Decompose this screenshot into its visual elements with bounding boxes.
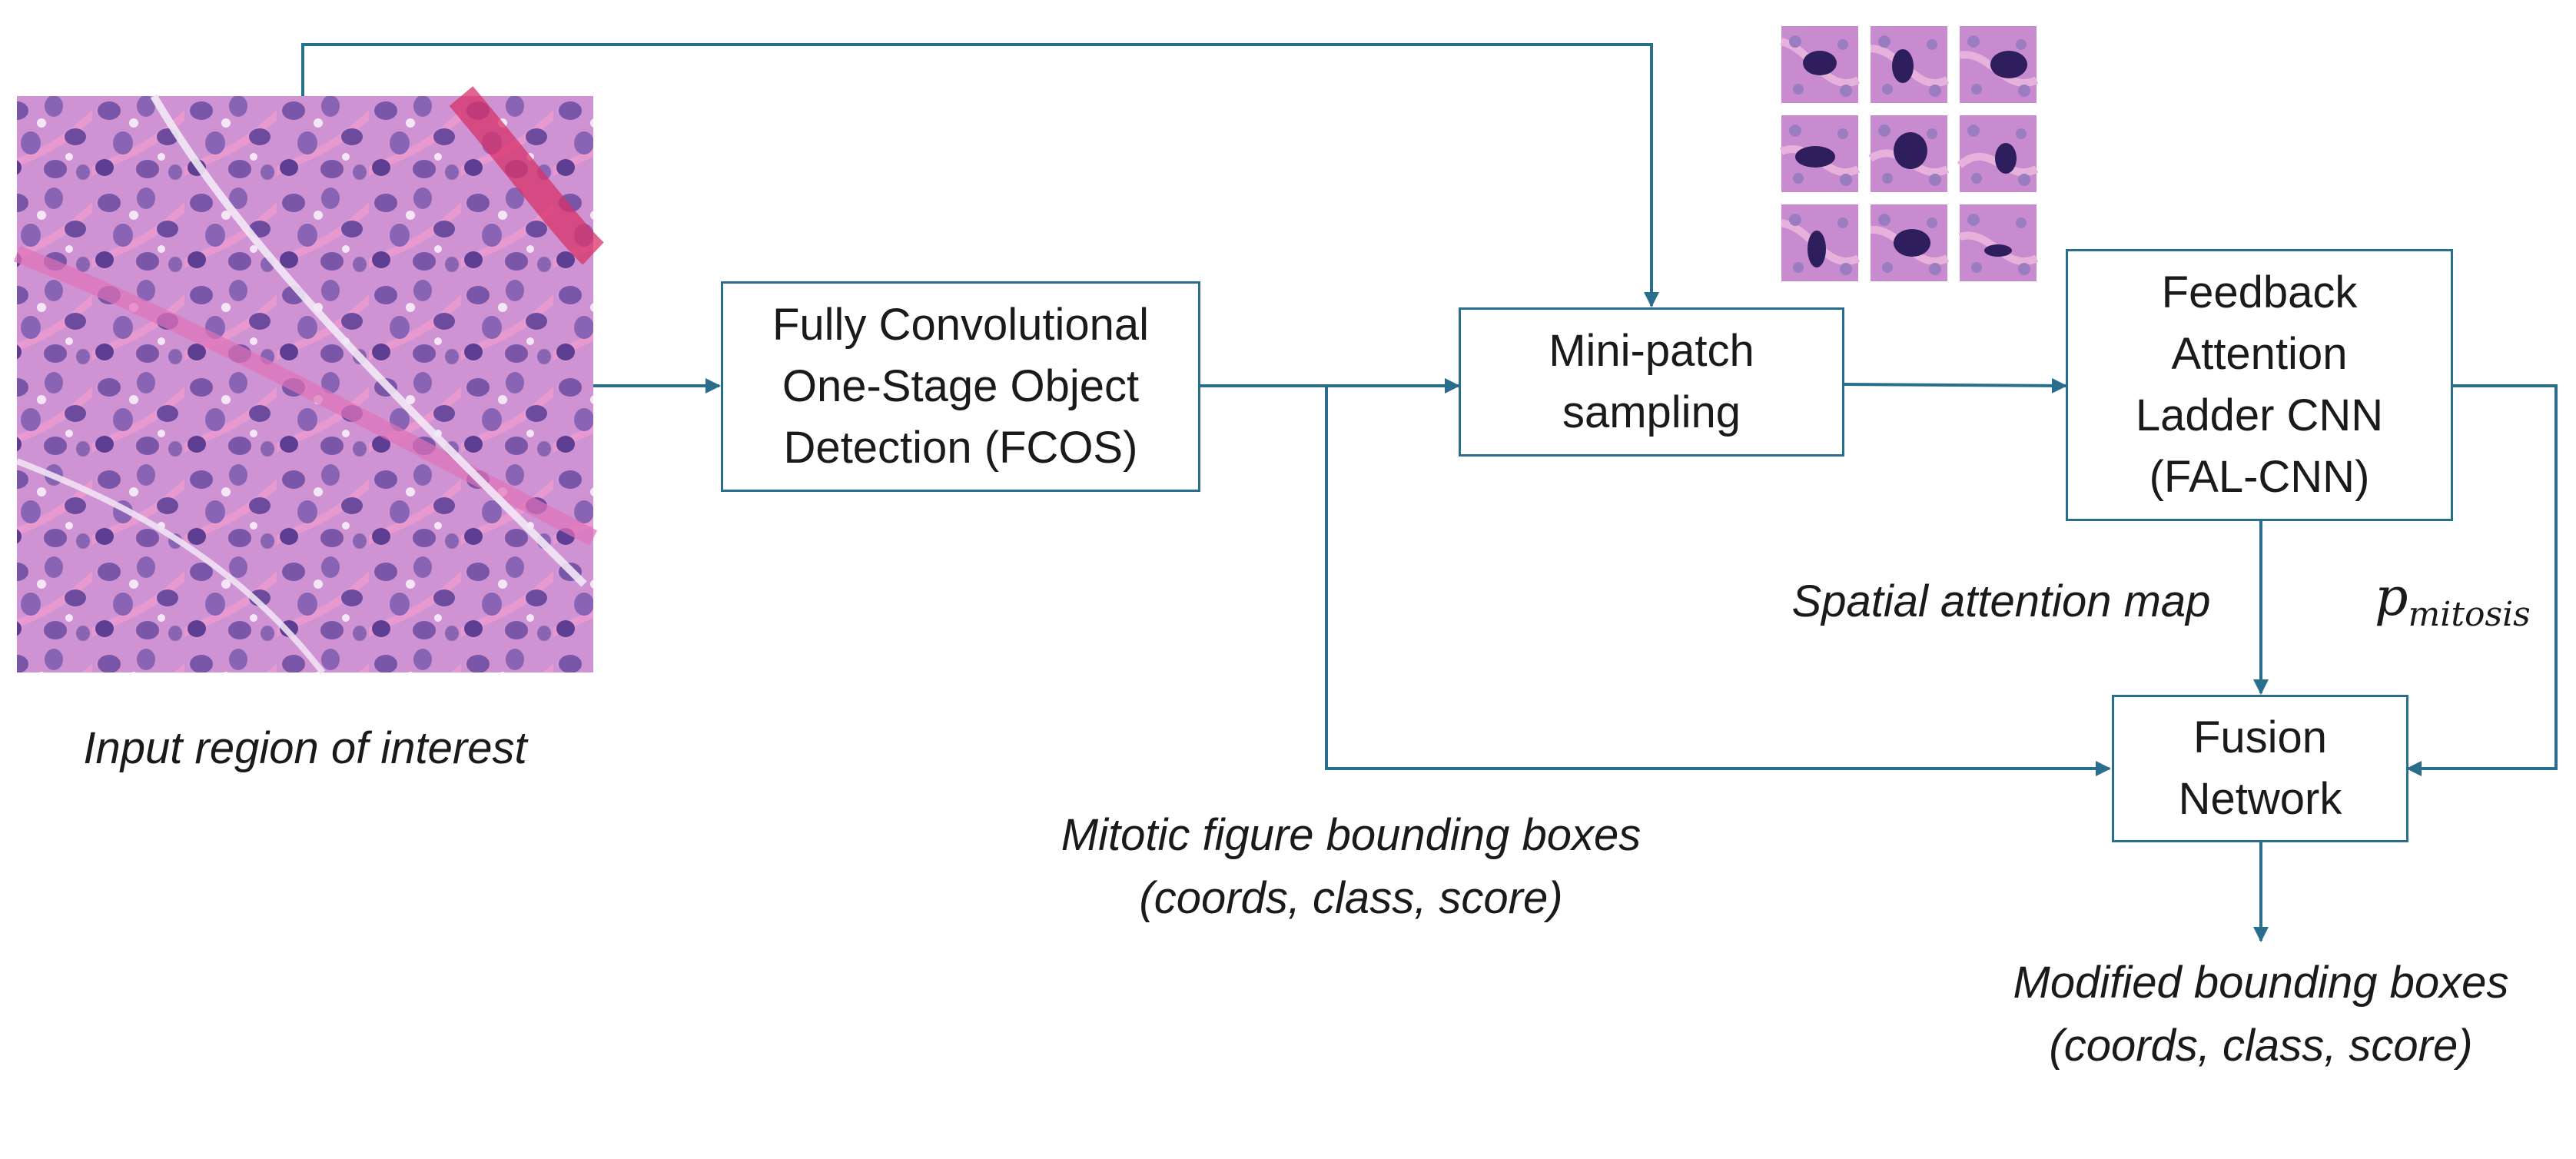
minipatch-label-line-1: Mini-patch: [1549, 326, 1754, 376]
mini-patch-grid: [1780, 26, 2039, 281]
detections-label-line-2: (coords, class, score): [1139, 873, 1563, 923]
mini-patch-thumbnail: [1959, 26, 2039, 103]
detections-label: Mitotic figure bounding boxes (coords, c…: [922, 804, 1780, 930]
histology-region-image: [13, 86, 604, 675]
falcnn-label-line-3: Ladder CNN: [2135, 390, 2384, 440]
fusion-network-node: Fusion Network: [2112, 695, 2408, 842]
mini-patch-thumbnail: [1870, 204, 1950, 281]
probability-to-fusion-arrow: [2406, 384, 2558, 776]
fcos-label-line-3: Detection (FCOS): [783, 423, 1138, 473]
output-label-line-2: (coords, class, score): [2049, 1021, 2473, 1071]
input-caption: Input region of interest: [83, 723, 527, 773]
detections-to-fusion-arrow: [1325, 386, 2111, 776]
fusion-label-line-1: Fusion: [2193, 712, 2328, 762]
probability-subscript: mitosis: [2408, 595, 2531, 634]
mini-patch-thumbnail: [1780, 26, 1861, 103]
minipatch-sampling-node: Mini-patch sampling: [1459, 307, 1844, 457]
fusion-label-line-2: Network: [2178, 774, 2342, 824]
fcos-label-line-2: One-Stage Object: [782, 361, 1140, 411]
detections-label-line-1: Mitotic figure bounding boxes: [1061, 810, 1642, 860]
falcnn-label-line-1: Feedback: [2161, 267, 2358, 317]
mini-patch-thumbnail: [1957, 115, 2039, 192]
fcos-node: Fully Convolutional One-Stage Object Det…: [721, 281, 1200, 492]
fal-cnn-node: Feedback Attention Ladder CNN (FAL-CNN): [2066, 249, 2453, 521]
falcnn-label-line-4: (FAL-CNN): [2149, 452, 2370, 502]
input-to-minipatch-arrow: [301, 43, 1659, 307]
mini-patch-thumbnail: [1870, 26, 1950, 103]
mini-patch-thumbnail: [1868, 115, 1950, 192]
minipatch-label-line-2: sampling: [1562, 387, 1741, 437]
minipatch-to-falcnn-arrow: [1844, 377, 2067, 394]
attention-map-label: Spatial attention map: [1791, 576, 2211, 626]
mini-patch-thumbnail: [1780, 204, 1861, 281]
fcos-label-line-1: Fully Convolutional: [772, 300, 1150, 350]
output-label-line-1: Modified bounding boxes: [2013, 958, 2509, 1008]
mini-patch-thumbnail: [1780, 115, 1861, 192]
probability-symbol: p: [2375, 567, 2408, 628]
falcnn-label-line-2: Attention: [2171, 329, 2348, 379]
mitosis-probability-label: pmitosis: [2375, 567, 2531, 634]
mini-patch-thumbnail: [1958, 204, 2039, 281]
output-label: Modified bounding boxes (coords, class, …: [1952, 951, 2570, 1078]
